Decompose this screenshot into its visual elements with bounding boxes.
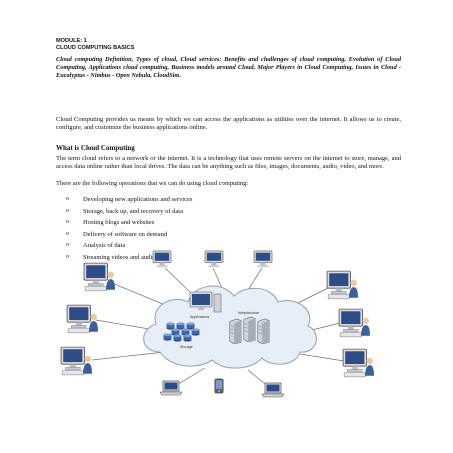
workstation-user-icon (66, 304, 98, 334)
section-heading: What is Cloud Computing (56, 144, 135, 152)
server-icon (243, 316, 256, 342)
workstation-user-icon (326, 270, 358, 300)
workstation-user-icon (83, 262, 115, 292)
module-title: CLOUD COMPUTING BASICS (56, 45, 135, 52)
bullet-icon: o (66, 207, 69, 214)
operations-intro: There are the following operations that … (56, 180, 249, 187)
workstation-user-icon (60, 346, 92, 376)
laptop-icon (160, 380, 182, 396)
cloud-contents: Applications Infrastructure Storage (163, 291, 270, 349)
definition-paragraph: The term cloud refers to a network or th… (56, 155, 401, 171)
bullet-icon: o (66, 242, 69, 249)
workstation-user-icon (338, 308, 370, 338)
bullet-icon: o (66, 230, 69, 237)
infrastructure-label: Infrastructure (238, 311, 259, 315)
desktop-monitor-icon (204, 250, 224, 268)
storage-disks-icon (163, 322, 200, 342)
syllabus-paragraph: Cloud computing Definition, Types of clo… (56, 56, 401, 79)
server-icon (229, 318, 242, 344)
bullet-icon: o (66, 219, 69, 226)
module-header: MODULE: 1 CLOUD COMPUTING BASICS (56, 38, 134, 52)
cloud-shape (143, 285, 317, 369)
bullet-icon: o (66, 253, 69, 260)
bullet-icon: o (66, 196, 69, 202)
mobile-phone-icon (214, 378, 224, 394)
applications-monitor-icon (189, 291, 222, 313)
server-icon (257, 318, 270, 344)
workstation-user-icon (342, 348, 374, 378)
applications-label: Applications (190, 315, 210, 319)
storage-label: Storage (180, 345, 193, 349)
intro-paragraph: Cloud Computing provides us means by whi… (56, 116, 401, 132)
laptop-icon (262, 382, 284, 398)
module-number: MODULE: 1 (56, 38, 87, 44)
connector-lines (91, 267, 351, 389)
desktop-monitor-icon (253, 250, 273, 268)
